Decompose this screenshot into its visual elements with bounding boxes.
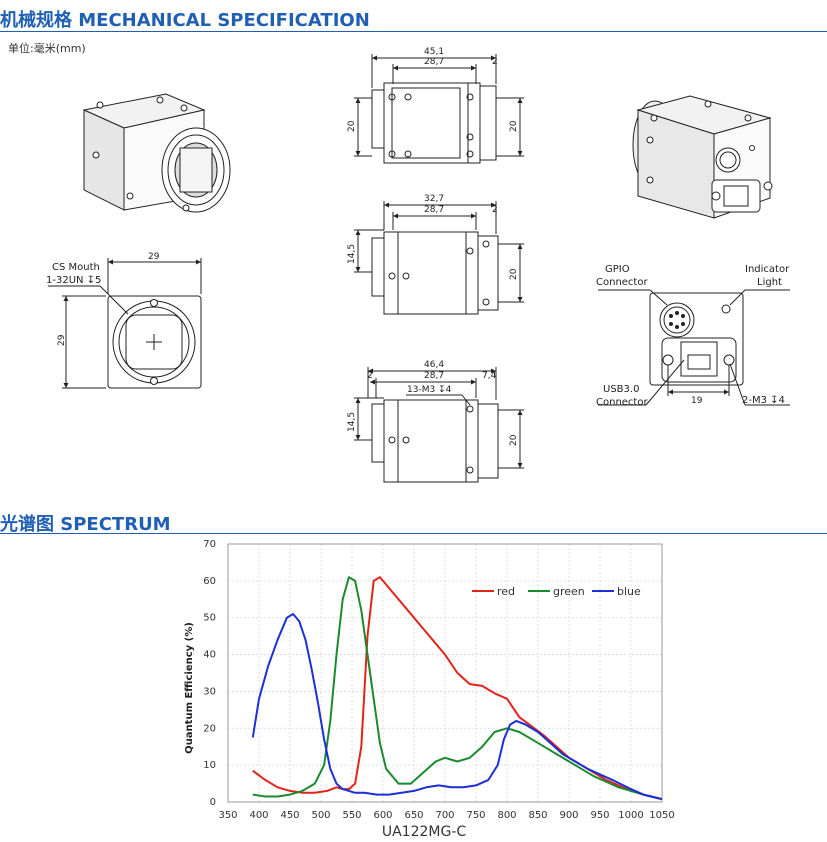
front-height-dim: 29: [57, 334, 67, 346]
cs-mouth-label: CS Mouth: [52, 262, 100, 273]
top-gap-dim: 2: [492, 57, 498, 67]
camera-bottom-view: [354, 367, 524, 483]
y-tick-label: 10: [203, 760, 216, 771]
camera-rear-view: [598, 289, 790, 406]
legend-label-green: green: [553, 585, 585, 598]
x-tick-label: 850: [528, 810, 547, 821]
x-tick-label: 400: [249, 810, 268, 821]
x-tick-label: 1000: [618, 810, 643, 821]
x-tick-label: 1050: [649, 810, 674, 821]
x-tick-label: 600: [373, 810, 392, 821]
top-right-height-dim: 20: [509, 120, 519, 132]
bottom-screw-label: 13-M3 ↧4: [407, 385, 452, 395]
bottom-overall-dim: 46,4: [424, 360, 444, 370]
rear-screw-label: 2-M3 ↧4: [742, 395, 785, 406]
bottom-left-height-dim: 14,5: [347, 412, 357, 432]
series-line-green: [252, 576, 663, 801]
indicator-label-1: Indicator: [745, 264, 790, 275]
unit-label: 单位:毫米(mm): [8, 42, 86, 55]
x-tick-label: 750: [466, 810, 485, 821]
series-line-red: [252, 576, 663, 801]
camera-rear-isometric: [632, 95, 773, 219]
chart-series: [251, 576, 663, 801]
x-tick-labels: 350 400 450 500 550 600 650 700 750 800 850 900 950 1…: [218, 810, 674, 821]
chart-legend: red green blue: [472, 585, 641, 598]
x-tick-label: 700: [435, 810, 454, 821]
y-tick-label: 60: [203, 576, 216, 587]
camera-front-isometric: [82, 93, 231, 213]
spectrum-section-title: 光谱图 SPECTRUM: [0, 514, 171, 535]
y-tick-labels: 0 10 20 30 40 50 60 70: [203, 540, 216, 808]
x-tick-label: 500: [311, 810, 330, 821]
x-tick-label: 800: [497, 810, 516, 821]
chart-caption: UA122MG-C: [382, 824, 467, 840]
mechanical-drawings: CS Mouth 1-32UN ↧5 29 29 45,1 28,7 2 20 …: [46, 47, 790, 483]
x-tick-label: 900: [559, 810, 578, 821]
gpio-label-1: GPIO: [605, 264, 630, 275]
y-tick-label: 30: [203, 686, 216, 697]
x-tick-label: 450: [280, 810, 299, 821]
legend-label-red: red: [497, 585, 515, 598]
x-tick-label: 650: [404, 810, 423, 821]
gpio-label-2: Connector: [596, 277, 648, 288]
camera-top-view: [354, 54, 524, 164]
spectrum-section-rule: [0, 533, 827, 534]
y-tick-label: 0: [210, 797, 216, 808]
x-tick-label: 550: [342, 810, 361, 821]
front-width-dim: 29: [148, 252, 160, 262]
usb-label-2: Connector: [596, 397, 648, 408]
y-tick-label: 70: [203, 540, 216, 550]
x-tick-label: 350: [218, 810, 237, 821]
camera-side-view: [354, 201, 524, 315]
rear-spacing-dim: 19: [691, 396, 703, 406]
y-axis-label: Quantum Efficiency (%): [184, 622, 195, 754]
side-left-height-dim: 14,5: [347, 244, 357, 264]
side-overall-dim: 32,7: [424, 194, 444, 204]
top-body-dim: 28,7: [424, 57, 444, 67]
thread-label: 1-32UN ↧5: [46, 275, 101, 286]
spectrum-chart: 0 10 20 30 40 50 60 70 350 400 450 500 550 600 650 700…: [184, 540, 675, 840]
bottom-left-gap-dim: 2: [367, 371, 373, 381]
legend-label-blue: blue: [617, 585, 641, 598]
series-line-blue: [251, 613, 663, 801]
x-tick-label: 950: [590, 810, 609, 821]
top-left-height-dim: 20: [347, 120, 357, 132]
indicator-label-2: Light: [757, 277, 782, 288]
side-right-height-dim: 20: [509, 268, 519, 280]
bottom-right-height-dim: 20: [509, 434, 519, 446]
mechanical-section-title: 机械规格 MECHANICAL SPECIFICATION: [0, 10, 370, 31]
plot-area-frame: [227, 543, 663, 803]
y-tick-label: 40: [203, 650, 216, 661]
y-tick-label: 20: [203, 723, 216, 734]
bottom-right-gap-dim: 7,4: [482, 371, 497, 381]
side-body-dim: 28,7: [424, 205, 444, 215]
y-tick-label: 50: [203, 613, 216, 624]
camera-front-view: [48, 258, 202, 389]
bottom-body-dim: 28,7: [424, 371, 444, 381]
top-overall-dim: 45,1: [424, 47, 444, 57]
usb-label-1: USB3.0: [603, 384, 639, 395]
mechanical-section-rule: [0, 31, 827, 32]
chart-grid: [227, 543, 663, 803]
side-gap-dim: 2: [492, 205, 498, 215]
